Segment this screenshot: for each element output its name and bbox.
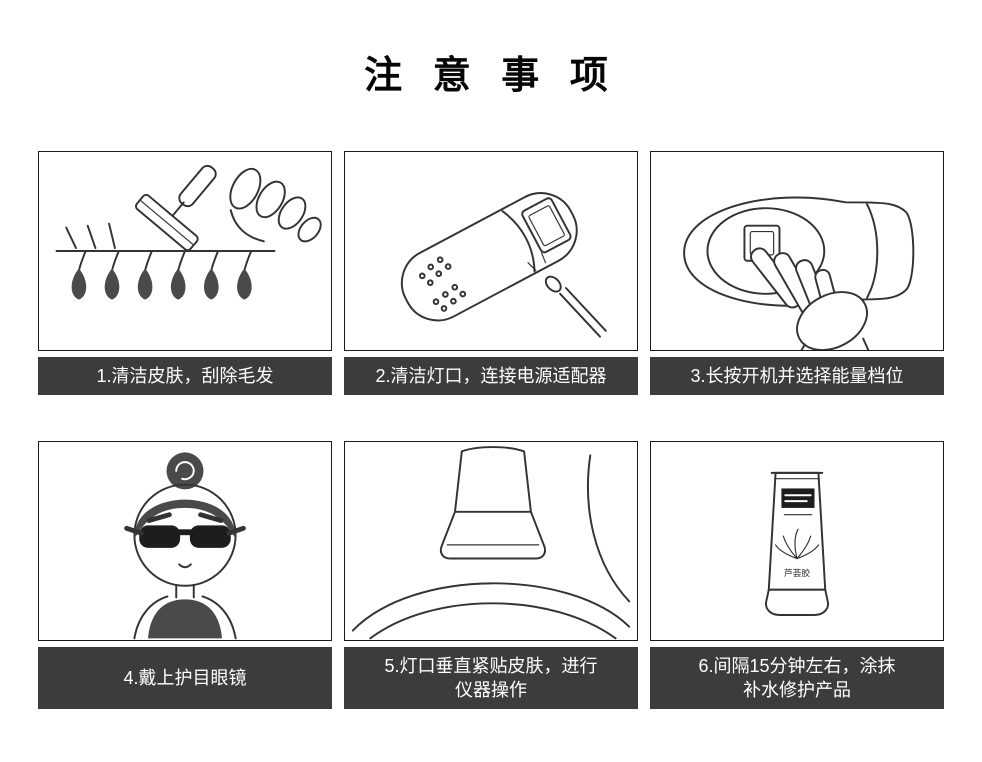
device-head-icon xyxy=(439,446,546,560)
ipl-device-icon xyxy=(400,192,578,322)
power-button-press-illustration xyxy=(683,196,915,350)
step-5-artbox xyxy=(344,441,638,641)
razor-icon xyxy=(134,164,217,252)
step-caption: 2.清洁灯口，连接电源适配器 xyxy=(344,357,638,395)
device-on-skin-illustration xyxy=(351,446,631,640)
razor-shaving-illustration xyxy=(55,164,322,300)
product-label: 芦荟胶 xyxy=(784,567,810,578)
moisturizer-tube-illustration: 芦荟胶 xyxy=(764,471,830,616)
step-panel-5: 5.灯口垂直紧贴皮肤，进行 仪器操作 xyxy=(344,441,638,709)
hand-icon xyxy=(229,167,322,243)
girl-with-goggles-icon xyxy=(124,452,246,640)
step-1-artbox xyxy=(38,151,332,351)
pressing-hand-icon xyxy=(750,247,870,350)
skin-contour-lines xyxy=(351,454,631,640)
step-panel-4: 4.戴上护目眼镜 xyxy=(38,441,332,709)
lamp-port-cleaning-illustration xyxy=(400,192,607,338)
page-title: 注 意 事 项 xyxy=(364,55,618,97)
gel-tube-icon: 芦荟胶 xyxy=(764,471,830,616)
step-caption: 4.戴上护目眼镜 xyxy=(38,647,332,709)
steps-grid: 1.清洁皮肤，刮除毛发 xyxy=(38,151,944,709)
step-caption: 6.间隔15分钟左右，涂抹 补水修护产品 xyxy=(650,647,944,709)
step-panel-1: 1.清洁皮肤，刮除毛发 xyxy=(38,151,332,395)
step-6-artbox: 芦荟胶 xyxy=(650,441,944,641)
step-caption: 3.长按开机并选择能量档位 xyxy=(650,357,944,395)
step-2-artbox xyxy=(344,151,638,351)
step-panel-3: 3.长按开机并选择能量档位 xyxy=(650,151,944,395)
step-4-artbox xyxy=(38,441,332,641)
cleaning-swab-icon xyxy=(527,252,607,338)
step-panel-2: 2.清洁灯口，连接电源适配器 xyxy=(344,151,638,395)
step-caption: 1.清洁皮肤，刮除毛发 xyxy=(38,357,332,395)
goggles-girl-illustration xyxy=(124,452,246,640)
step-3-artbox xyxy=(650,151,944,351)
step-caption: 5.灯口垂直紧贴皮肤，进行 仪器操作 xyxy=(344,647,638,709)
step-panel-6: 芦荟胶 6.间隔15分钟左右，涂抹 补水修护产品 xyxy=(650,441,944,709)
